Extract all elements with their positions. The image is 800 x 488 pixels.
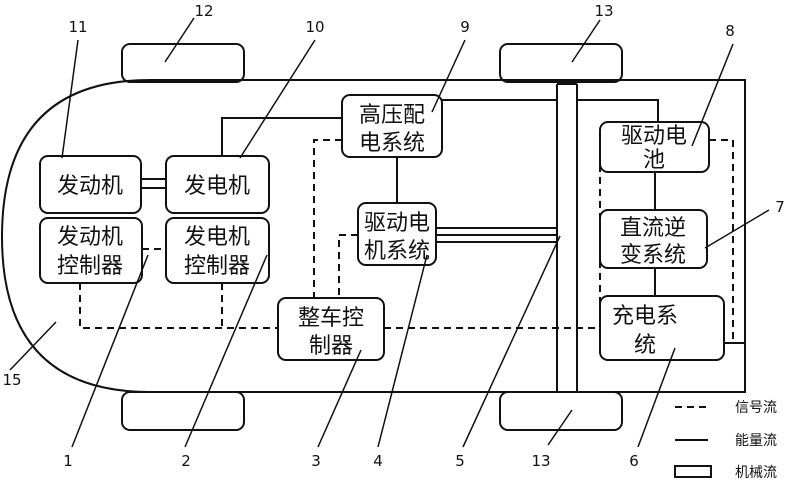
legend-mechanical-label: 机械流 bbox=[735, 465, 777, 481]
engine-generator-coupling bbox=[141, 178, 166, 189]
box-labels: 发动机 发电机 发动机 控制器 发电机 控制器 高压配 电系统 驱动电 机系统 … bbox=[57, 103, 687, 359]
callout-3: 3 bbox=[311, 452, 321, 470]
vehicle-controller-label-2: 制器 bbox=[309, 334, 353, 359]
legend-energy-label: 能量流 bbox=[735, 433, 777, 449]
drive-motor-label-2: 机系统 bbox=[364, 239, 430, 264]
wheel-front-top bbox=[121, 43, 245, 83]
callout-8: 8 bbox=[725, 22, 735, 40]
energy-flow-lines bbox=[221, 99, 745, 344]
generator-controller-box bbox=[165, 217, 270, 284]
callout-11: 11 bbox=[68, 18, 87, 36]
wheel-rear-top bbox=[499, 43, 623, 83]
legend-signal-label: 信号流 bbox=[735, 400, 777, 416]
mechanical-shaft bbox=[556, 83, 578, 392]
callout-15: 15 bbox=[2, 371, 21, 389]
callout-10: 10 bbox=[305, 18, 324, 36]
wheels bbox=[121, 43, 623, 431]
legend: 信号流 能量流 机械流 bbox=[674, 400, 777, 481]
drive-battery-box bbox=[599, 121, 710, 173]
callout-9: 9 bbox=[460, 18, 470, 36]
generator-label: 发电机 bbox=[184, 174, 250, 199]
wheel-front-bottom bbox=[121, 391, 245, 431]
charging-box bbox=[599, 295, 725, 361]
callout-7: 7 bbox=[775, 198, 785, 216]
drive-motor-label-1: 驱动电 bbox=[364, 211, 430, 236]
callout-1: 1 bbox=[63, 452, 73, 470]
dc-inverter-label-1: 直流逆 bbox=[620, 216, 686, 241]
callout-6: 6 bbox=[629, 452, 639, 470]
vehicle-body-outline bbox=[0, 79, 746, 393]
callout-2: 2 bbox=[181, 452, 191, 470]
component-boxes bbox=[39, 94, 725, 361]
engine-label: 发动机 bbox=[57, 174, 123, 199]
generator-box bbox=[165, 155, 270, 214]
dc-inverter-box bbox=[599, 209, 708, 269]
legend-mechanical-swatch bbox=[674, 465, 712, 478]
engine-box bbox=[39, 155, 142, 214]
vehicle-controller-label-1: 整车控 bbox=[298, 306, 364, 331]
hv-distribution-label-2: 电系统 bbox=[359, 131, 425, 156]
drive-motor-box bbox=[357, 202, 437, 266]
wheel-rear-bottom bbox=[499, 391, 623, 431]
leader-lines bbox=[9, 17, 770, 448]
callout-12: 12 bbox=[194, 2, 213, 20]
engine-controller-box bbox=[39, 217, 143, 284]
charging-label-2: 统 bbox=[634, 333, 656, 358]
engine-controller-label-2: 控制器 bbox=[57, 254, 123, 279]
callout-13-top: 13 bbox=[594, 2, 613, 20]
callout-numbers: 11 12 10 9 13 8 7 15 1 2 3 4 5 13 6 bbox=[2, 2, 784, 470]
callout-5: 5 bbox=[455, 452, 465, 470]
callout-4: 4 bbox=[373, 452, 383, 470]
vehicle-controller-box bbox=[277, 297, 385, 361]
hv-distribution-label-1: 高压配 bbox=[359, 103, 425, 128]
drive-battery-label-2: 池 bbox=[643, 148, 665, 173]
engine-controller-label-1: 发动机 bbox=[57, 225, 123, 250]
dc-inverter-label-2: 变系统 bbox=[620, 243, 686, 268]
generator-controller-label-2: 控制器 bbox=[184, 254, 250, 279]
callout-13-bottom: 13 bbox=[531, 452, 550, 470]
motor-shaft-coupling bbox=[436, 227, 557, 243]
drive-battery-label-1: 驱动电 bbox=[621, 124, 687, 149]
charging-label-1: 充电系 bbox=[612, 304, 678, 329]
generator-controller-label-1: 发电机 bbox=[184, 225, 250, 250]
hv-distribution-box bbox=[341, 94, 443, 158]
